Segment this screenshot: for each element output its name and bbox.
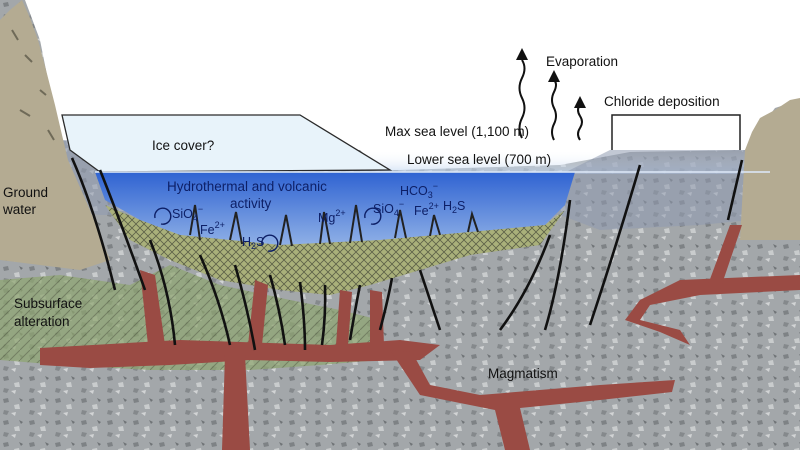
chloride-deposition-label: Chloride deposition [604, 94, 720, 109]
subsurface-alteration-label-line2: alteration [14, 314, 70, 329]
chloride-deposition-bracket [611, 114, 741, 150]
hydrothermal-label-line2: activity [230, 196, 272, 211]
left-cliff [0, 0, 110, 270]
right-cliff [740, 98, 800, 240]
h2s-right-label: H2S [443, 199, 465, 215]
evaporation-label: Evaporation [546, 54, 618, 69]
evaporation-arrowheads [516, 48, 586, 108]
lower-sea-level-label: Lower sea level (700 m) [407, 152, 551, 167]
magma-bodies [40, 225, 800, 450]
hydrothermal-label-line1: Hydrothermal and volcanic [167, 179, 327, 194]
lake-water [95, 172, 575, 245]
fe-left-label: Fe2+ [200, 220, 225, 237]
circulation-arrows [154, 207, 382, 252]
ice-cover-label: Ice cover? [152, 138, 214, 153]
sio4-left-label: SiO4− [172, 204, 203, 223]
ground-water-label-line2: water [2, 202, 37, 217]
ground-water-label-line1: Ground [3, 185, 48, 200]
fault-lines [70, 157, 744, 351]
evaporation-arrows [518, 59, 583, 141]
fe-right-label: Fe2+ [414, 201, 439, 218]
max-sea-level-label: Max sea level (1,100 m) [385, 124, 529, 139]
left-cliff-texture [11, 29, 55, 141]
vent-spikes [189, 204, 479, 247]
subsurface-alteration-label-line1: Subsurface [14, 296, 82, 311]
lake-floor-deposits [105, 205, 565, 295]
h2s-left-label: H2S [242, 235, 264, 251]
mg-label: Mg2+ [318, 208, 346, 225]
magmatism-label: Magmatism [488, 366, 558, 381]
sio4-right-label: SiO4− [373, 199, 404, 218]
hco3-label: HCO3− [400, 181, 438, 200]
